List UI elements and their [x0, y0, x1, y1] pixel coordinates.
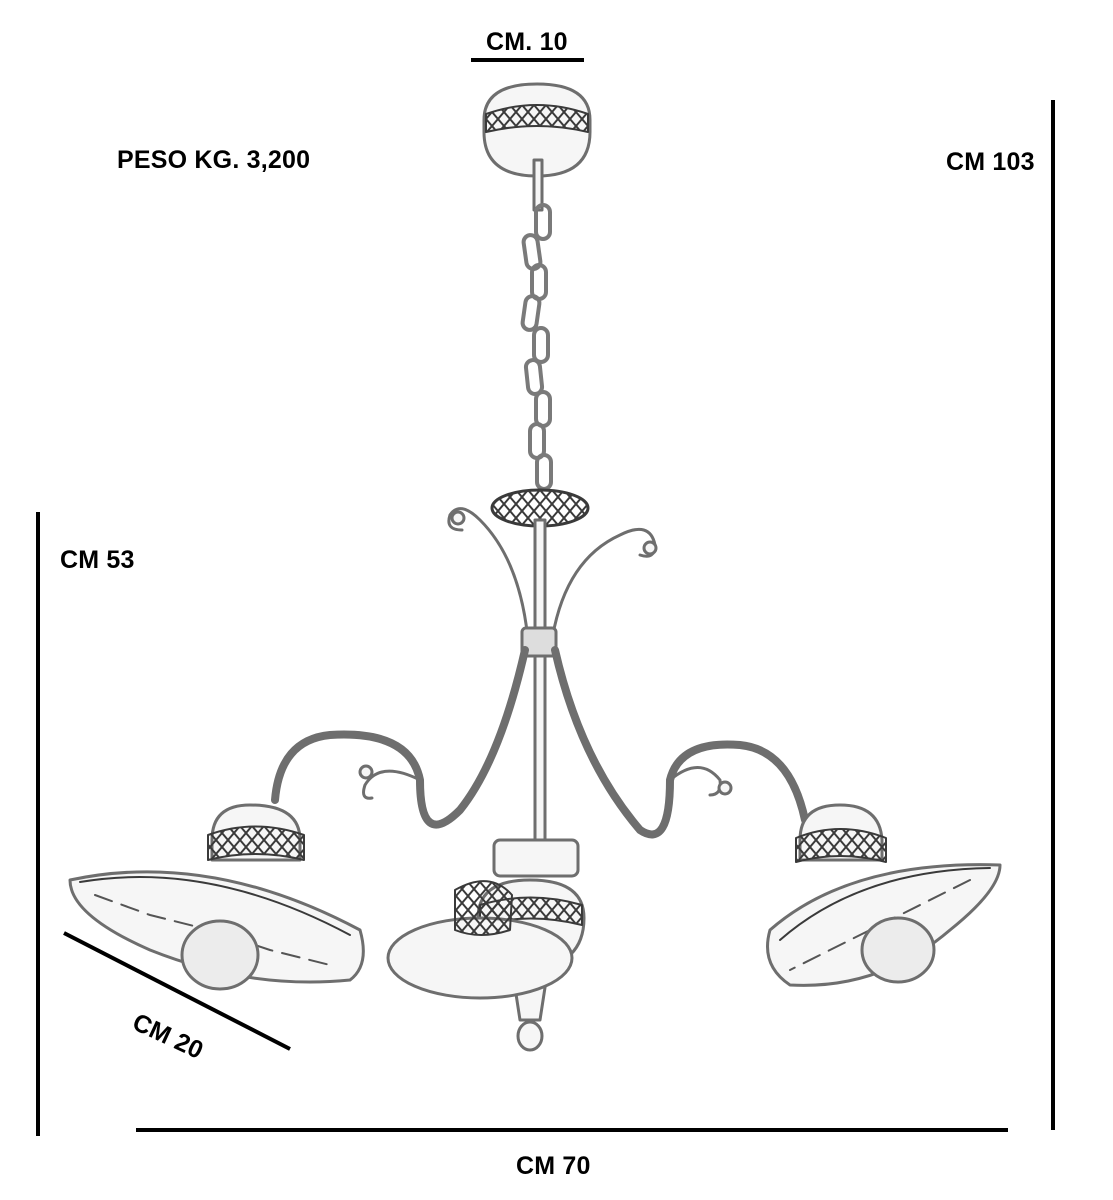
arm-right: [551, 646, 809, 839]
arm-left: [271, 646, 529, 829]
total-width-line: [136, 1128, 1008, 1132]
weight-label: PESO KG. 3,200: [117, 146, 311, 174]
top-stem: [532, 158, 544, 212]
shade-width-line: [63, 931, 291, 1051]
total-width-label: CM 70: [516, 1152, 591, 1180]
shade-right: [766, 803, 1002, 987]
shade-left: [68, 803, 365, 991]
chain: [520, 203, 553, 491]
upper-scroll-right: [550, 527, 657, 642]
chandelier: [68, 82, 1002, 1052]
ceiling-rose: [482, 82, 592, 178]
ceiling-rose-width-label: CM. 10: [486, 28, 568, 56]
upper-scroll-left: [447, 507, 530, 642]
wrap-band: [520, 626, 558, 658]
total-height-label: CM 103: [946, 148, 1035, 176]
ceiling-rose-width-line: [471, 58, 584, 62]
body-height-label: CM 53: [60, 546, 135, 574]
total-height-line: [1051, 100, 1055, 1130]
bulb-left: [180, 919, 260, 991]
central-rod: [533, 518, 547, 862]
shade-back: [386, 880, 574, 1000]
body-height-line: [36, 512, 40, 1136]
bulb-right: [860, 916, 936, 984]
